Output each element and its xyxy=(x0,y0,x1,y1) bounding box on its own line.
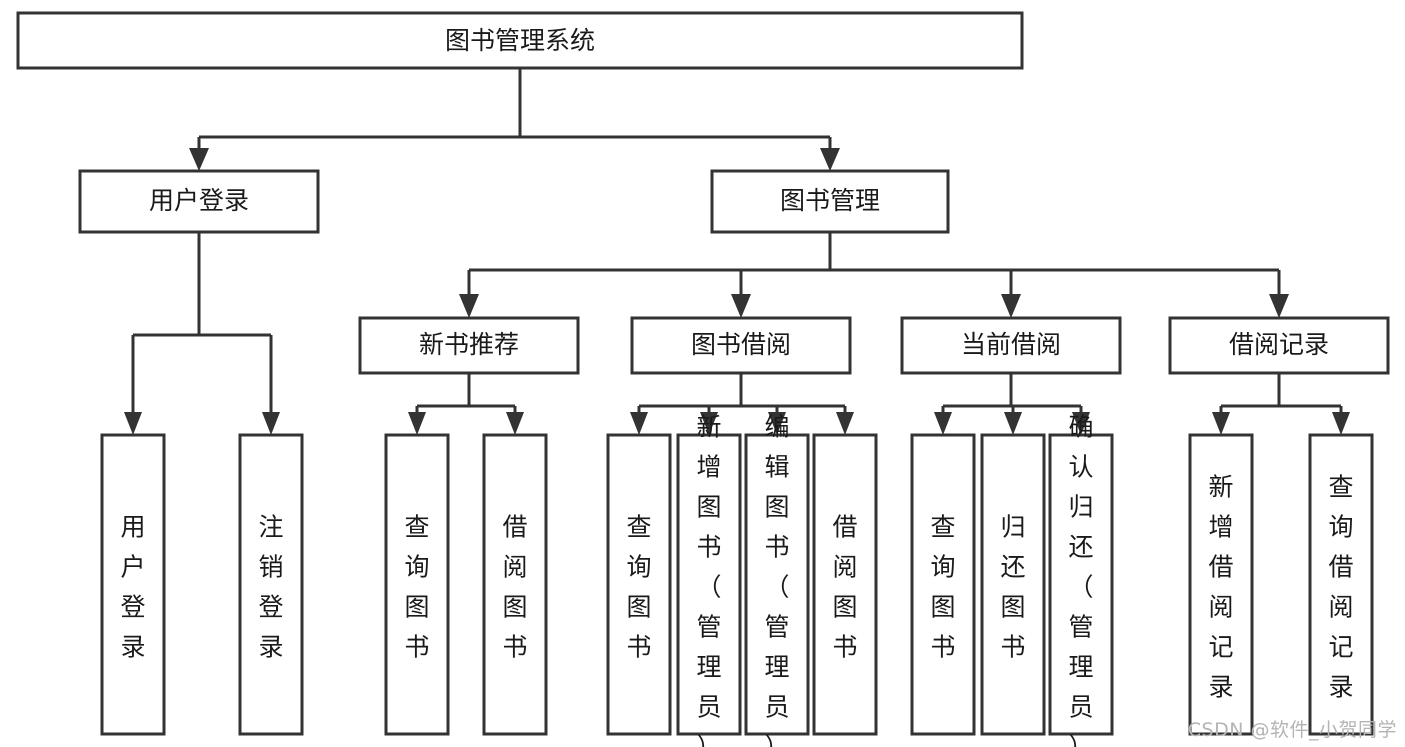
node-leaf-user-login-box[interactable] xyxy=(100,433,166,736)
arrow-head-leaf-edit-book xyxy=(768,412,786,435)
arrow-head-leaf-query-book-rec xyxy=(408,412,426,435)
node-borrow-records-box[interactable] xyxy=(1168,316,1390,375)
arrow-head-leaf-logout xyxy=(262,412,280,435)
node-leaf-query-book-rec-box[interactable] xyxy=(384,433,450,736)
node-leaf-borrow-book-box[interactable] xyxy=(812,433,878,736)
arrow-head-leaf-confirm-return xyxy=(1072,412,1090,435)
arrow-head-user-login xyxy=(189,148,209,171)
arrow-head-leaf-query-book-cur xyxy=(934,412,952,435)
node-leaf-add-book-label: 新增图书（管理员） xyxy=(696,413,721,747)
arrow-head-leaf-borrow-book-rec xyxy=(506,412,524,435)
node-leaf-query-book-rec[interactable]: 查询图书 xyxy=(384,433,450,736)
node-leaf-query-book[interactable]: 查询图书 xyxy=(606,433,672,736)
node-current-borrow-label: 当前借阅 xyxy=(961,330,1061,359)
node-leaf-add-record-label: 新增借阅记录 xyxy=(1208,473,1233,702)
node-current-borrow[interactable]: 当前借阅 xyxy=(900,316,1122,375)
node-root[interactable]: 图书管理系统 xyxy=(16,11,1024,70)
node-borrow-records[interactable]: 借阅记录 xyxy=(1168,316,1390,375)
arrow-head-leaf-query-book xyxy=(630,412,648,435)
arrow-head-leaf-add-record xyxy=(1212,412,1230,435)
node-book-management-label: 图书管理 xyxy=(780,186,880,215)
node-leaf-return-book-box[interactable] xyxy=(980,433,1046,736)
node-leaf-borrow-book-rec[interactable]: 借阅图书 xyxy=(482,433,548,736)
arrow-head-book-management xyxy=(820,148,840,171)
node-leaf-query-book-cur-label: 查询图书 xyxy=(930,513,955,662)
node-leaf-edit-book[interactable]: 编辑图书（管理员） xyxy=(744,413,810,747)
node-user-login-box[interactable] xyxy=(78,169,320,234)
node-leaf-logout[interactable]: 注销登录 xyxy=(238,433,304,736)
node-leaf-return-book-label: 归还图书 xyxy=(1000,513,1025,662)
arrow-head-leaf-query-record xyxy=(1332,412,1350,435)
node-leaf-query-record-box[interactable] xyxy=(1308,433,1374,736)
arrow-head-current-borrow xyxy=(1001,294,1021,318)
arrow-head-book-borrow xyxy=(731,294,751,318)
node-leaf-query-record[interactable]: 查询借阅记录 xyxy=(1308,433,1374,736)
node-root-box[interactable] xyxy=(16,11,1024,70)
node-leaf-add-record-box[interactable] xyxy=(1188,433,1254,736)
node-new-book-recommend-label: 新书推荐 xyxy=(419,330,519,359)
node-current-borrow-box[interactable] xyxy=(900,316,1122,375)
node-leaf-borrow-book-label: 借阅图书 xyxy=(832,513,857,662)
arrow-head-new-book-recommend xyxy=(459,294,479,318)
node-user-login[interactable]: 用户登录 xyxy=(78,169,320,234)
node-leaf-edit-book-box[interactable] xyxy=(744,433,810,736)
node-leaf-user-login-label: 用户登录 xyxy=(120,513,145,662)
node-leaf-query-book-cur[interactable]: 查询图书 xyxy=(910,433,976,736)
node-book-borrow-label: 图书借阅 xyxy=(691,330,791,359)
node-root-label: 图书管理系统 xyxy=(445,26,595,55)
node-leaf-return-book[interactable]: 归还图书 xyxy=(980,433,1046,736)
arrow-head-leaf-return-book xyxy=(1004,412,1022,435)
node-new-book-recommend-box[interactable] xyxy=(358,316,580,375)
node-leaf-borrow-book-rec-label: 借阅图书 xyxy=(502,513,527,662)
node-leaf-query-book-box[interactable] xyxy=(606,433,672,736)
connector-layer xyxy=(124,68,1350,435)
node-book-borrow-box[interactable] xyxy=(630,316,852,375)
node-user-login-label: 用户登录 xyxy=(149,186,249,215)
node-new-book-recommend[interactable]: 新书推荐 xyxy=(358,316,580,375)
arrow-head-borrow-records xyxy=(1269,294,1289,318)
node-leaf-add-record[interactable]: 新增借阅记录 xyxy=(1188,433,1254,736)
arrow-head-leaf-user-login xyxy=(124,412,142,435)
node-leaf-confirm-return-box[interactable] xyxy=(1048,433,1114,736)
node-leaf-logout-box[interactable] xyxy=(238,433,304,736)
node-leaf-query-book-rec-label: 查询图书 xyxy=(404,513,429,662)
node-leaf-edit-book-label: 编辑图书（管理员） xyxy=(764,413,789,747)
node-leaf-borrow-book-rec-box[interactable] xyxy=(482,433,548,736)
arrow-head-leaf-borrow-book xyxy=(836,412,854,435)
node-leaf-query-record-label: 查询借阅记录 xyxy=(1328,473,1353,702)
node-leaf-confirm-return[interactable]: 确认归还（管理员） xyxy=(1048,413,1114,747)
node-leaf-query-book-cur-box[interactable] xyxy=(910,433,976,736)
node-leaf-user-login[interactable]: 用户登录 xyxy=(100,433,166,736)
node-leaf-confirm-return-label: 确认归还（管理员） xyxy=(1068,413,1093,747)
node-leaf-borrow-book[interactable]: 借阅图书 xyxy=(812,433,878,736)
node-book-borrow[interactable]: 图书借阅 xyxy=(630,316,852,375)
node-layer: 图书管理系统 用户登录 图书管理 新书推荐 图书借阅 xyxy=(16,11,1390,747)
arrow-head-leaf-add-book xyxy=(700,412,718,435)
node-leaf-add-book[interactable]: 新增图书（管理员） xyxy=(676,413,742,747)
node-leaf-query-book-label: 查询图书 xyxy=(626,513,651,662)
node-book-management[interactable]: 图书管理 xyxy=(710,169,950,234)
node-borrow-records-label: 借阅记录 xyxy=(1229,330,1329,359)
node-book-management-box[interactable] xyxy=(710,169,950,234)
node-leaf-logout-label: 注销登录 xyxy=(258,513,283,662)
node-leaf-add-book-box[interactable] xyxy=(676,433,742,736)
